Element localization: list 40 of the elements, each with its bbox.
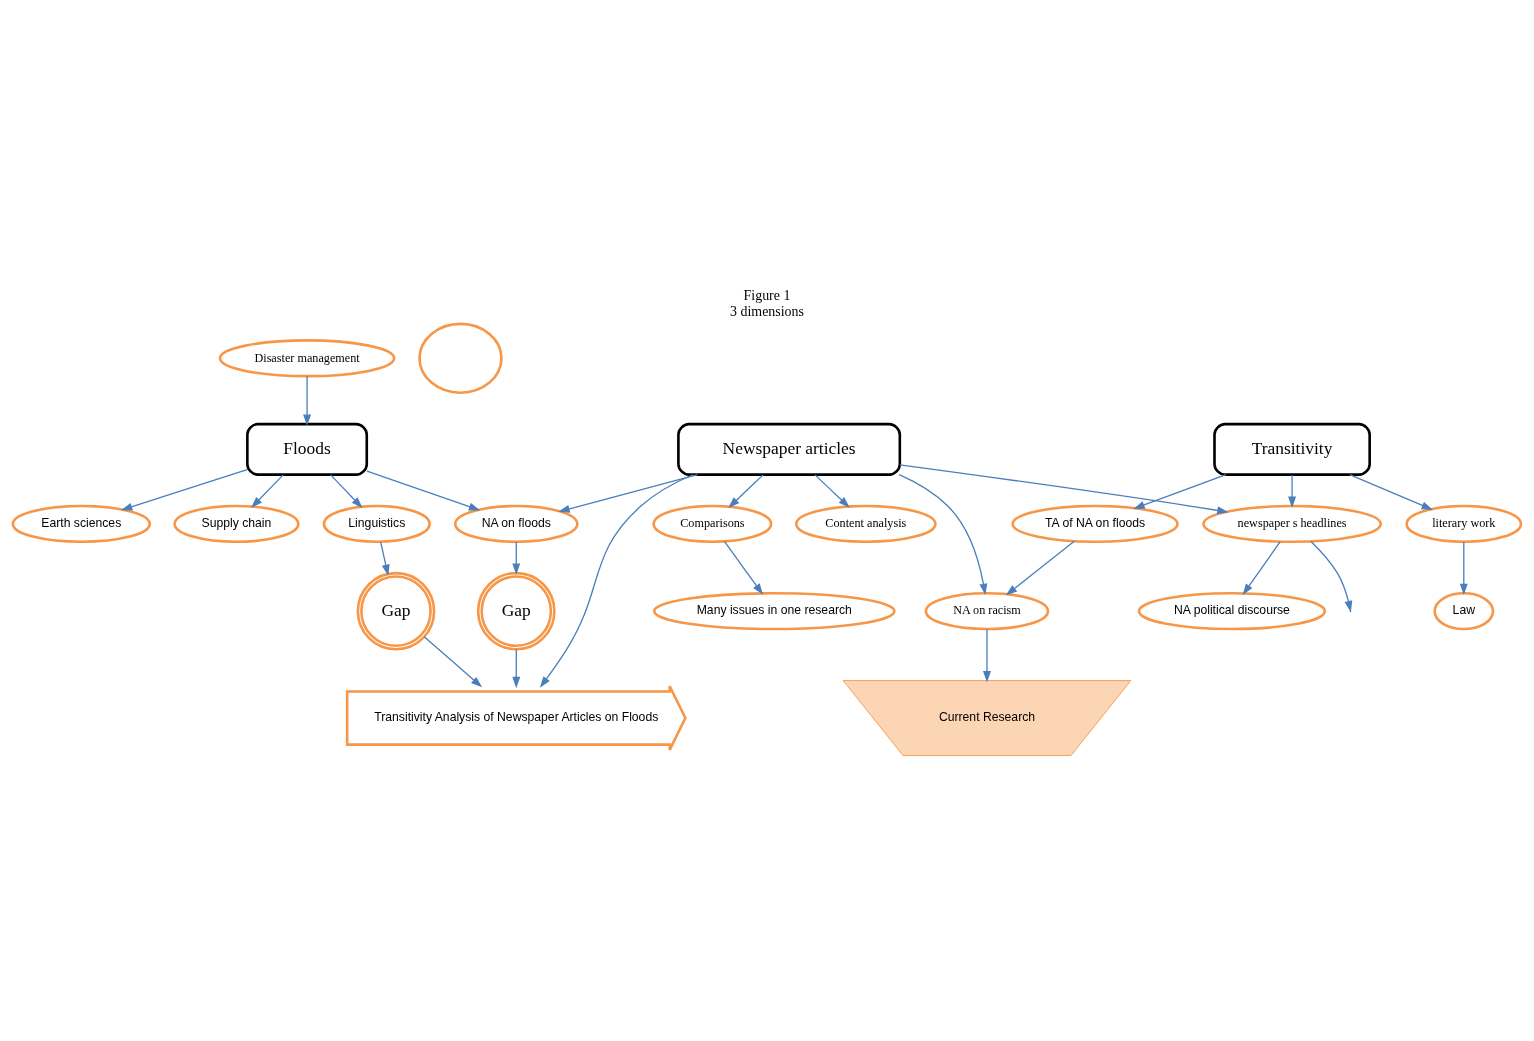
arrow bbox=[1459, 541, 1468, 595]
arrow bbox=[983, 628, 991, 683]
node-box: Transitivity bbox=[1213, 422, 1371, 476]
arrow bbox=[512, 648, 521, 689]
arrow bbox=[898, 474, 988, 596]
node-box: Floods bbox=[246, 422, 369, 476]
node-ellipse: NA political discourse bbox=[1137, 591, 1327, 631]
arrow bbox=[380, 541, 390, 576]
arrow bbox=[1242, 541, 1281, 596]
node-ellipse: Many issues in one research bbox=[652, 591, 896, 631]
node-ellipse: Comparisons bbox=[652, 504, 773, 544]
node-ellipse: Supply chain bbox=[173, 504, 300, 544]
arrow bbox=[539, 474, 694, 688]
diagram-title: Figure 1 bbox=[743, 288, 791, 304]
node-box: Newspaper articles bbox=[677, 422, 902, 476]
arrow bbox=[899, 464, 1229, 515]
arrow bbox=[814, 474, 850, 508]
node-ellipse: Content analysis bbox=[794, 504, 937, 544]
arrow bbox=[723, 541, 764, 595]
arrow bbox=[1005, 540, 1075, 596]
arrow bbox=[558, 474, 699, 513]
arrow bbox=[251, 474, 284, 508]
node-ellipse: Law bbox=[1433, 591, 1495, 631]
node-circle bbox=[418, 322, 503, 394]
node-ellipse: literary work bbox=[1405, 504, 1523, 544]
node-ellipse: NA on racism bbox=[924, 591, 1050, 631]
caption: 3 dimensions bbox=[730, 303, 804, 319]
node-ellipse: Disaster management bbox=[218, 339, 396, 378]
node-ellipse: TA of NA on floods bbox=[1011, 504, 1179, 544]
arrow bbox=[1133, 474, 1227, 509]
arrow bbox=[121, 468, 248, 511]
arrow bbox=[512, 541, 521, 575]
arrow bbox=[366, 470, 481, 511]
arrow bbox=[330, 474, 363, 509]
arrow bbox=[1288, 474, 1297, 508]
arrow bbox=[423, 636, 483, 688]
arrow bbox=[1349, 474, 1433, 510]
arrow bbox=[728, 474, 764, 508]
node-ellipse: Linguistics bbox=[322, 504, 431, 544]
arrow bbox=[303, 375, 312, 426]
